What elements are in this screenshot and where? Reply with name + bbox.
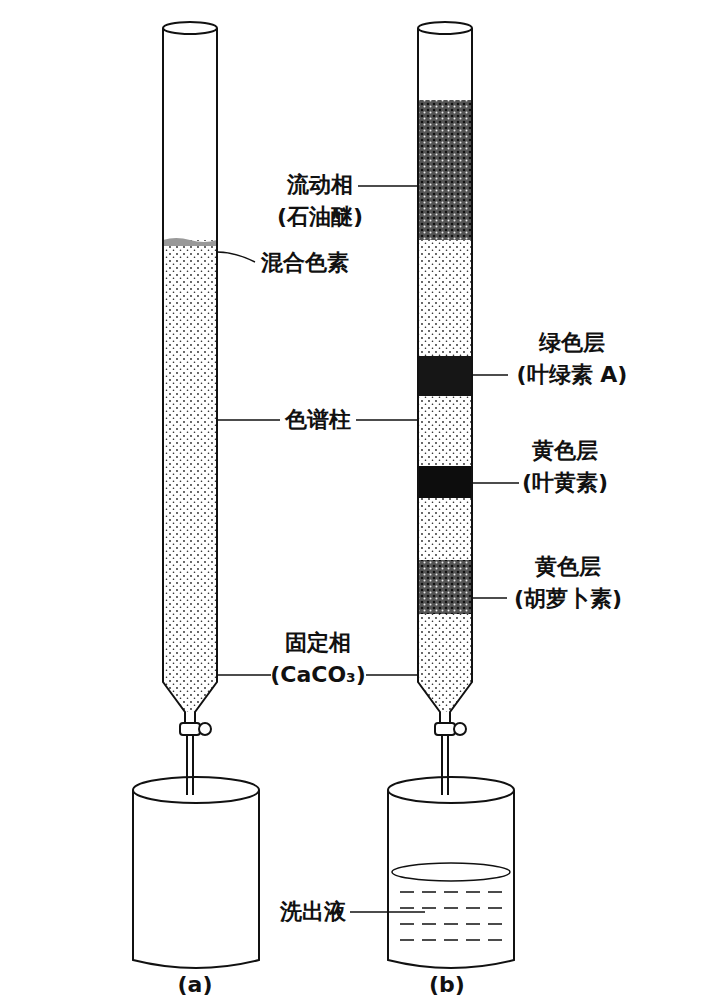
column-tube xyxy=(418,28,472,725)
yellow-band xyxy=(418,560,472,614)
column-mouth xyxy=(418,22,472,34)
outlet-tip xyxy=(187,735,193,795)
outlet-tip xyxy=(442,778,448,795)
mobile-phase xyxy=(418,100,472,240)
stationary-phase xyxy=(163,240,217,712)
column-mouth xyxy=(163,22,217,34)
eluate-dash xyxy=(400,923,502,925)
eluate-label: 洗出液 xyxy=(258,896,368,928)
outlet-tip xyxy=(187,778,193,795)
outlet-tip xyxy=(442,735,448,795)
beaker-rim xyxy=(388,777,514,803)
eluate-dash xyxy=(400,907,502,909)
mobile-phase-label: 流动相 (石油醚) xyxy=(261,169,380,233)
eluate xyxy=(392,863,510,881)
panel-label: (b) xyxy=(414,969,480,1001)
stopcock-knob xyxy=(454,723,466,735)
mixed-pigment-label: 混合色素 xyxy=(239,247,371,279)
yellow-band xyxy=(418,466,472,498)
column-label: 色谱柱 xyxy=(263,404,373,436)
pigment-layer xyxy=(163,238,217,246)
stopcock xyxy=(435,723,455,735)
beaker xyxy=(388,790,514,968)
beaker-rim xyxy=(133,777,259,803)
eluate-dash xyxy=(400,939,502,941)
leader-lines xyxy=(217,186,519,912)
eluate-dash xyxy=(400,891,502,893)
stationary-phase-label: 固定相 (CaCO₃) xyxy=(259,627,378,691)
stopcock xyxy=(180,723,200,735)
yellow-layer-label: 黄色层 (叶黄素) xyxy=(506,435,625,499)
column-tube xyxy=(163,28,217,725)
yellow-layer-label: 黄色层 (胡萝卜素) xyxy=(506,551,629,615)
beaker xyxy=(133,790,259,968)
panel-label: (a) xyxy=(162,969,228,1001)
green-layer-label: 绿色层 (叶绿素 A) xyxy=(510,327,633,391)
stopcock-knob xyxy=(199,723,211,735)
stationary-phase xyxy=(418,100,472,712)
green-band xyxy=(418,356,472,396)
